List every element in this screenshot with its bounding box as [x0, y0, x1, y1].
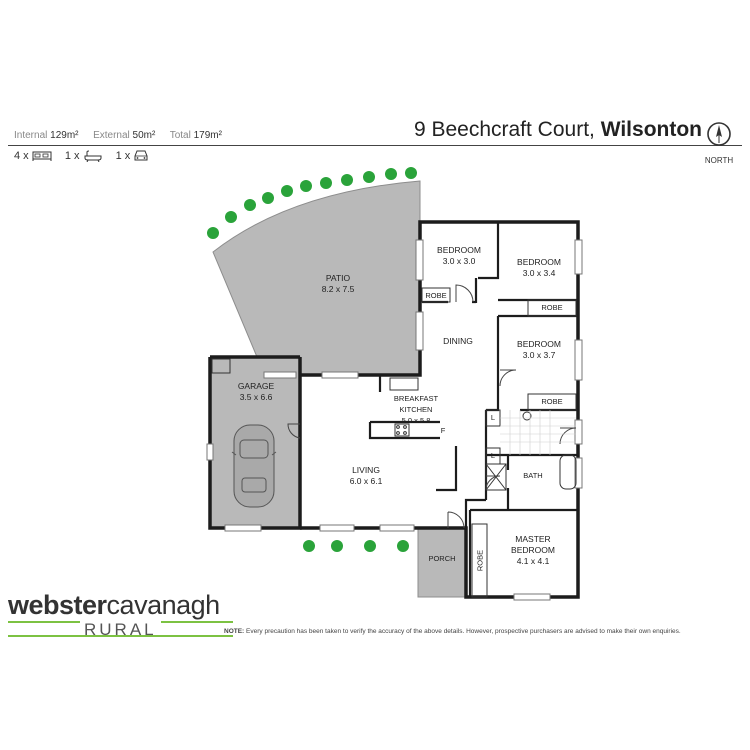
- fixtures: [211, 287, 577, 598]
- external-label: External: [93, 130, 130, 141]
- page-title: 9 Beechcraft Court, Wilsonton: [414, 118, 702, 142]
- car-drawing: [231, 424, 277, 508]
- car-icon: [134, 150, 148, 161]
- north-label: NORTH: [704, 156, 734, 165]
- logo-rule-bottom: [8, 635, 233, 637]
- bed-icon: [32, 151, 52, 162]
- internal-label: Internal: [14, 130, 48, 141]
- logo-word-cavanagh: cavanagh: [106, 590, 221, 620]
- disclaimer: NOTE: Every precaution has been taken to…: [224, 628, 681, 635]
- suburb: Wilsonton: [600, 118, 702, 141]
- porch-label: PORCH: [428, 554, 456, 563]
- robe-2-label: ROBE: [541, 303, 563, 312]
- robe-4-label: ROBE: [475, 549, 485, 572]
- robe-3-label: ROBE: [541, 397, 563, 406]
- car-count: 1 x: [116, 150, 150, 162]
- dining-label: DINING: [443, 336, 473, 346]
- total-label: Total: [169, 130, 191, 141]
- bath-label: BATH: [523, 471, 543, 480]
- linen-2-label: L: [490, 451, 496, 460]
- address: 9 Beechcraft Court,: [413, 118, 595, 141]
- internal-value: 129m²: [50, 130, 79, 141]
- bedroom-count: 4 x: [14, 150, 55, 162]
- fridge-label: F: [440, 426, 446, 435]
- windows: [206, 239, 583, 601]
- external-value: 50m²: [132, 130, 156, 141]
- tiled-floor: [500, 410, 576, 455]
- disclaimer-text: Every precaution has been taken to verif…: [246, 628, 681, 635]
- logo-word-webster: webster: [8, 590, 107, 620]
- feature-counts: 4 x 1 x 1 x: [14, 150, 159, 163]
- logo-word-rural: RURAL: [80, 620, 161, 640]
- robe-1-label: ROBE: [425, 291, 447, 300]
- bathroom-count: 1 x: [65, 150, 106, 163]
- agency-logo: webstercavanagh RURAL: [8, 590, 233, 640]
- header-divider: [8, 145, 742, 146]
- shrubs: [207, 167, 417, 552]
- door-swings: [287, 284, 577, 529]
- bath-icon: [84, 150, 102, 163]
- linen-1-label: L: [490, 413, 496, 422]
- compass-icon: [707, 122, 731, 146]
- area-stats: Internal 129m² External 50m² Total 179m²: [14, 130, 222, 141]
- disclaimer-label: NOTE:: [224, 628, 245, 635]
- total-value: 179m²: [193, 130, 222, 141]
